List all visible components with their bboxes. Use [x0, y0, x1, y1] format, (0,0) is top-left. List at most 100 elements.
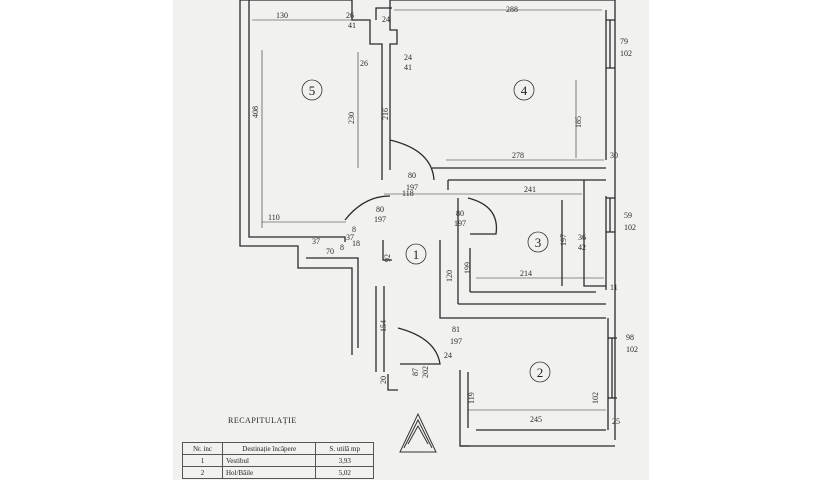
svg-text:1: 1: [413, 247, 420, 262]
dim-label: 197: [454, 219, 466, 228]
wall-room5-bottom: [306, 257, 359, 348]
dim-label: 102: [624, 223, 636, 232]
dim-label: 36: [578, 233, 586, 242]
dim-label: 11: [610, 283, 618, 292]
cell-nr: 2: [182, 466, 223, 479]
table-row: 1 Vestibul 3,93: [182, 454, 374, 467]
wall-right-inner: [605, 10, 609, 430]
dimension-labels: 130 26 41 24 288 79 102 24 41 26 408 230…: [251, 5, 638, 426]
room-label-2: 2: [529, 361, 551, 383]
dim-label: 8: [352, 225, 356, 234]
dim-label: 24: [404, 53, 412, 62]
dim-label: 70: [326, 247, 334, 256]
wall-room5-outer: [239, 0, 353, 355]
door-room3: [467, 197, 498, 235]
room-label-4: 4: [513, 79, 535, 101]
wall-hall-right: [439, 240, 448, 319]
col-header-dest: Destinație încăpere: [221, 442, 317, 455]
dim-label: 24: [382, 15, 390, 24]
dim-label: 278: [512, 151, 524, 160]
room-label-3: 3: [527, 231, 549, 253]
wall-3-right: [583, 180, 606, 287]
dim-label: 30: [610, 151, 618, 160]
svg-text:3: 3: [535, 235, 542, 250]
dim-label: 80: [376, 205, 384, 214]
dim-label: 25: [612, 417, 620, 426]
dim-label: 102: [620, 49, 632, 58]
recap-table: Nr. inc Destinație încăpere S. utilă mp …: [182, 442, 374, 479]
dim-label: 199: [463, 262, 472, 274]
room-label-1: 1: [405, 243, 427, 265]
wall-5-4-left: [351, 0, 383, 180]
dim-label: 81: [452, 325, 460, 334]
dim-label: 197: [559, 234, 568, 246]
dim-label: 24: [444, 351, 452, 360]
dim-label: 130: [276, 11, 288, 20]
dim-label: 214: [520, 269, 532, 278]
cell-nr: 1: [182, 454, 223, 467]
dim-label: 41: [404, 63, 412, 72]
dim-label: 80: [408, 171, 416, 180]
dim-lines: [252, 9, 606, 411]
dim-label: 26: [346, 11, 354, 20]
wall-hall-left: [375, 286, 385, 372]
table-row: 2 Hol/Băile 5,02: [182, 466, 374, 479]
dim-label: 185: [574, 116, 583, 128]
window-room2: [608, 337, 617, 399]
dim-label: 197: [450, 337, 462, 346]
window-room4: [606, 19, 615, 69]
window-room3: [606, 197, 615, 233]
dim-label: 216: [381, 108, 390, 120]
wall-5-4-right: [389, 0, 398, 170]
svg-text:2: 2: [537, 365, 544, 380]
north-arrow-icon: [399, 412, 437, 453]
dim-label: 37: [312, 237, 320, 246]
dim-label: 408: [251, 106, 260, 118]
dim-label: 197: [374, 215, 386, 224]
wall-2-bottom: [460, 429, 615, 447]
cell-area: 3,93: [315, 454, 374, 467]
dim-label: 8: [340, 243, 344, 252]
wall-hall-bottom: [387, 374, 398, 391]
dim-label: 102: [626, 345, 638, 354]
paper-sheet: [173, 0, 649, 480]
dim-label: 245: [530, 415, 542, 424]
dim-label: 110: [268, 213, 280, 222]
dim-label: 154: [379, 320, 388, 332]
dim-label: 119: [467, 392, 476, 404]
dim-label: 120: [445, 270, 454, 282]
table-header-row: Nr. inc Destinație încăpere S. utilă mp: [182, 442, 374, 455]
room-label-5: 5: [301, 79, 323, 101]
dim-label: 202: [421, 366, 430, 378]
wall-3-left: [447, 180, 459, 304]
door-room4: [389, 139, 435, 181]
wall-3-bottom: [458, 291, 606, 305]
dim-label: 42: [578, 243, 586, 252]
wall-room5-inner: [248, 0, 346, 242]
dim-label: 98: [626, 333, 634, 342]
dim-label: 102: [591, 392, 600, 404]
dim-label: 92: [383, 254, 392, 262]
dim-label: 79: [620, 37, 628, 46]
dim-label: 41: [348, 21, 356, 30]
recap-title: RECAPITULAȚIE: [228, 416, 297, 425]
dim-label: 87: [411, 368, 420, 376]
door-hall: [397, 327, 441, 365]
dim-label: 37: [346, 233, 354, 242]
dim-label: 241: [524, 185, 536, 194]
col-header-nr: Nr. inc: [182, 442, 223, 455]
col-header-area: S. utilă mp: [315, 442, 374, 455]
dim-label: 80: [456, 209, 464, 218]
dim-label: 26: [360, 59, 368, 68]
wall-5-4-inner: [375, 7, 392, 20]
dim-label: 18: [352, 239, 360, 248]
dim-label: 197: [406, 183, 418, 192]
dim-label: 118: [402, 189, 414, 198]
dim-label: 230: [347, 112, 356, 124]
cell-dest: Vestibul: [221, 454, 317, 467]
cell-area: 5,02: [315, 466, 374, 479]
door-room5: [344, 195, 391, 221]
svg-text:5: 5: [309, 83, 316, 98]
cell-dest: Hol/Băile: [221, 466, 317, 479]
